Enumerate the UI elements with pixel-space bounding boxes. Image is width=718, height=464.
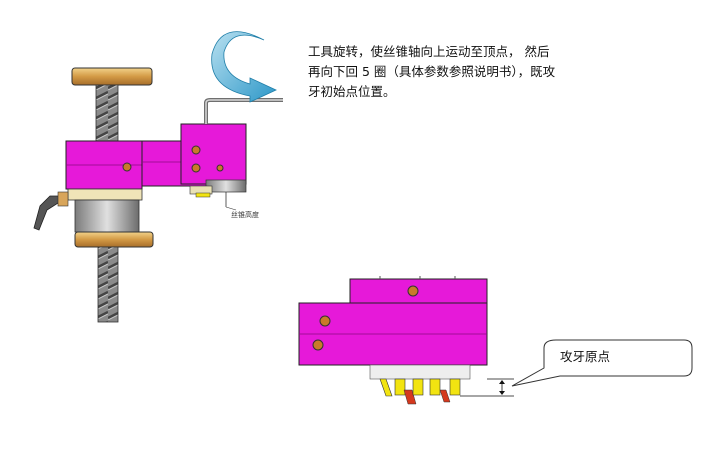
lead-screw-lower [97, 246, 119, 323]
head-block [180, 123, 247, 185]
instruction-line-1: 工具旋转，使丝锥轴向上运动至顶点， 然后 [308, 44, 550, 59]
top-brass-disc [71, 67, 153, 86]
bottom-brass-disc [74, 231, 154, 248]
callout-bubble [511, 339, 693, 387]
tap-origin-detail [298, 276, 514, 405]
tap-height-label: 丝锥高度 [231, 211, 259, 219]
tapping-machine [33, 67, 283, 323]
instruction-line-3: 牙初始点位置。 [308, 84, 396, 99]
lead-screw-upper [95, 84, 119, 144]
lower-collar [67, 188, 143, 201]
rotation-arrow-icon [211, 31, 277, 103]
tap-holders [379, 378, 461, 405]
instruction-text: 工具旋转，使丝锥轴向上运动至顶点， 然后 再向下回 5 圈（具体参数参照说明书）… [308, 42, 608, 102]
tap-origin-label: 攻牙原点 [560, 349, 611, 364]
instruction-line-2: 再向下回 5 圈（具体参数参照说明书），既攻 [308, 64, 556, 79]
crank-handle [204, 98, 283, 124]
